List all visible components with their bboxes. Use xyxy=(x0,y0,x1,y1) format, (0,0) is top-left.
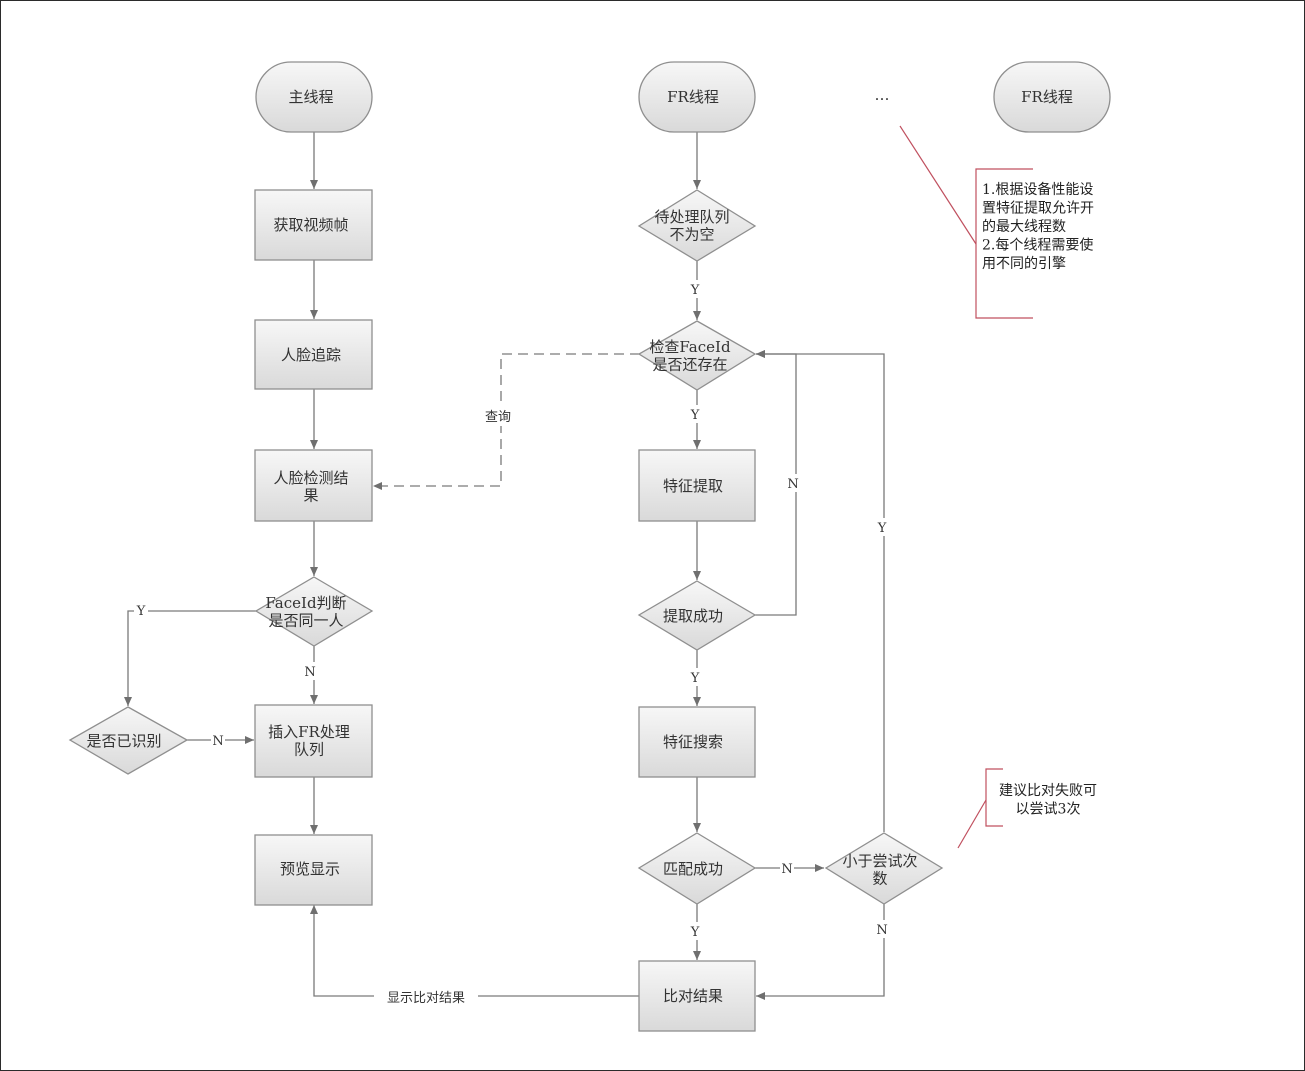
label-recognized: 是否已识别 xyxy=(86,732,161,750)
decision-recognized xyxy=(68,706,189,775)
note-connector-threads xyxy=(899,125,977,245)
process-feature-search xyxy=(638,706,756,778)
process-get-frame xyxy=(254,189,373,261)
label-feature-extract: 特征提取 xyxy=(663,477,723,495)
decision-queue-not-empty xyxy=(637,189,757,262)
label-main-thread: 主线程 xyxy=(288,88,333,106)
edge-label-n-retry: N xyxy=(876,923,887,938)
label-fr-thread-2: FR线程 xyxy=(1021,88,1073,106)
edge-label-y-extract: Y xyxy=(690,671,700,686)
label-ellipsis: … xyxy=(875,86,890,104)
label-feature-search: 特征搜索 xyxy=(663,733,723,751)
label-queue-not-empty: 待处理队列不为空 xyxy=(654,208,729,244)
decision-check-faceid xyxy=(637,320,757,391)
edge-label-n-extract: N xyxy=(787,477,798,492)
label-insert-queue: 插入FR处理队列 xyxy=(268,723,350,759)
label-fr-thread: FR线程 xyxy=(667,88,719,106)
edge-retry-no-to-result xyxy=(756,904,885,1000)
label-face-track: 人脸追踪 xyxy=(281,346,341,364)
nodes xyxy=(68,61,1111,1032)
process-feature-extract xyxy=(638,449,756,522)
label-extract-success: 提取成功 xyxy=(663,607,723,625)
edge-label-y-queue: Y xyxy=(690,283,700,298)
note-connector-retry xyxy=(957,799,987,849)
edge-label-n-match: N xyxy=(781,862,792,877)
edge-label-y-match: Y xyxy=(690,925,700,940)
edge-label-y-check: Y xyxy=(690,408,700,423)
edge-label-n-same: N xyxy=(304,665,315,680)
decision-extract-success xyxy=(637,580,757,651)
edge-label-show-result: 显示比对结果 xyxy=(387,991,465,1006)
decision-match-success xyxy=(637,832,757,905)
edge-label-n-recognized: N xyxy=(212,734,223,749)
edge-same-to-recognized xyxy=(124,610,256,706)
edge-label-y-same: Y xyxy=(136,604,146,619)
process-face-track xyxy=(254,319,373,390)
label-get-frame: 获取视频帧 xyxy=(273,216,348,234)
edge-query-dashed xyxy=(373,353,640,490)
edge-labels: 查询 Y Y N Y Y Y N N N Y N 显示比对结果 xyxy=(134,280,889,1006)
terminal-fr-thread xyxy=(638,61,756,133)
process-face-detect-result xyxy=(254,449,373,522)
edge-label-y-retry: Y xyxy=(877,521,887,536)
process-compare-result xyxy=(638,960,756,1032)
label-preview: 预览显示 xyxy=(280,860,340,878)
terminal-fr-thread-2 xyxy=(993,61,1111,133)
edges xyxy=(124,132,885,1000)
edge-result-to-preview xyxy=(310,905,640,997)
note-bracket-threads xyxy=(975,168,1033,319)
decision-less-than-tries xyxy=(824,832,944,905)
label-less-than-tries: 小于尝试次数 xyxy=(842,852,917,888)
label-face-detect-result: 人脸检测结果 xyxy=(273,469,348,505)
note-bracket-retry xyxy=(985,768,1003,827)
edge-label-query: 查询 xyxy=(485,410,511,425)
process-preview xyxy=(254,834,373,906)
note-retry: 建议比对失败可以尝试3次 xyxy=(999,783,1097,818)
node-labels: 主线程 获取视频帧 人脸追踪 人脸检测结果 FaceId判断是否同一人 是否已识… xyxy=(86,86,1072,1005)
process-insert-queue xyxy=(254,704,373,778)
label-match-success: 匹配成功 xyxy=(663,860,723,878)
label-compare-result: 比对结果 xyxy=(663,987,723,1005)
label-faceid-same: FaceId判断是否同一人 xyxy=(265,594,346,630)
terminal-main-thread xyxy=(255,61,373,133)
edge-retry-yes-loop xyxy=(756,350,885,832)
decision-faceid-same xyxy=(254,576,374,647)
